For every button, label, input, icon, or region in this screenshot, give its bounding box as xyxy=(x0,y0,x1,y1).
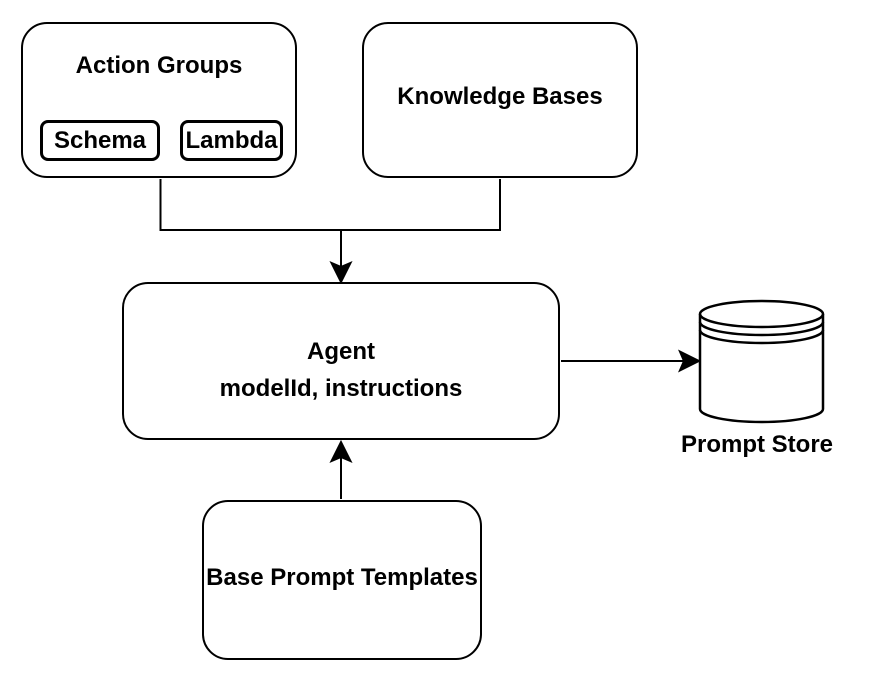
cylinder-body xyxy=(698,299,825,424)
database-cylinder-icon xyxy=(698,299,825,424)
arrowhead-up-icon xyxy=(329,439,353,463)
agent-subtitle: modelId, instructions xyxy=(219,375,463,402)
arrowhead-right-icon xyxy=(678,349,702,373)
cylinder-ring-2 xyxy=(698,321,825,337)
cylinder-ring-3 xyxy=(698,329,825,345)
agent-title: Agent xyxy=(307,338,375,365)
node-knowledge-bases xyxy=(362,22,638,178)
lambda-label: Lambda xyxy=(185,126,278,154)
base-prompt-templates-title: Base Prompt Templates xyxy=(206,564,478,591)
action-groups-title: Action Groups xyxy=(75,52,243,79)
prompt-store-label: Prompt Store xyxy=(680,431,833,458)
edge-top-junction xyxy=(159,179,501,231)
cylinder-ring-1 xyxy=(698,313,825,329)
arrowhead-down-icon xyxy=(329,261,353,285)
node-agent xyxy=(122,282,560,440)
chip-lambda: Lambda xyxy=(180,120,283,161)
node-base-prompt-templates xyxy=(202,500,482,660)
agent-text-block: Agent modelId, instructions xyxy=(122,333,560,407)
chip-schema: Schema xyxy=(40,120,160,161)
knowledge-bases-title: Knowledge Bases xyxy=(397,83,603,110)
schema-label: Schema xyxy=(53,126,147,154)
